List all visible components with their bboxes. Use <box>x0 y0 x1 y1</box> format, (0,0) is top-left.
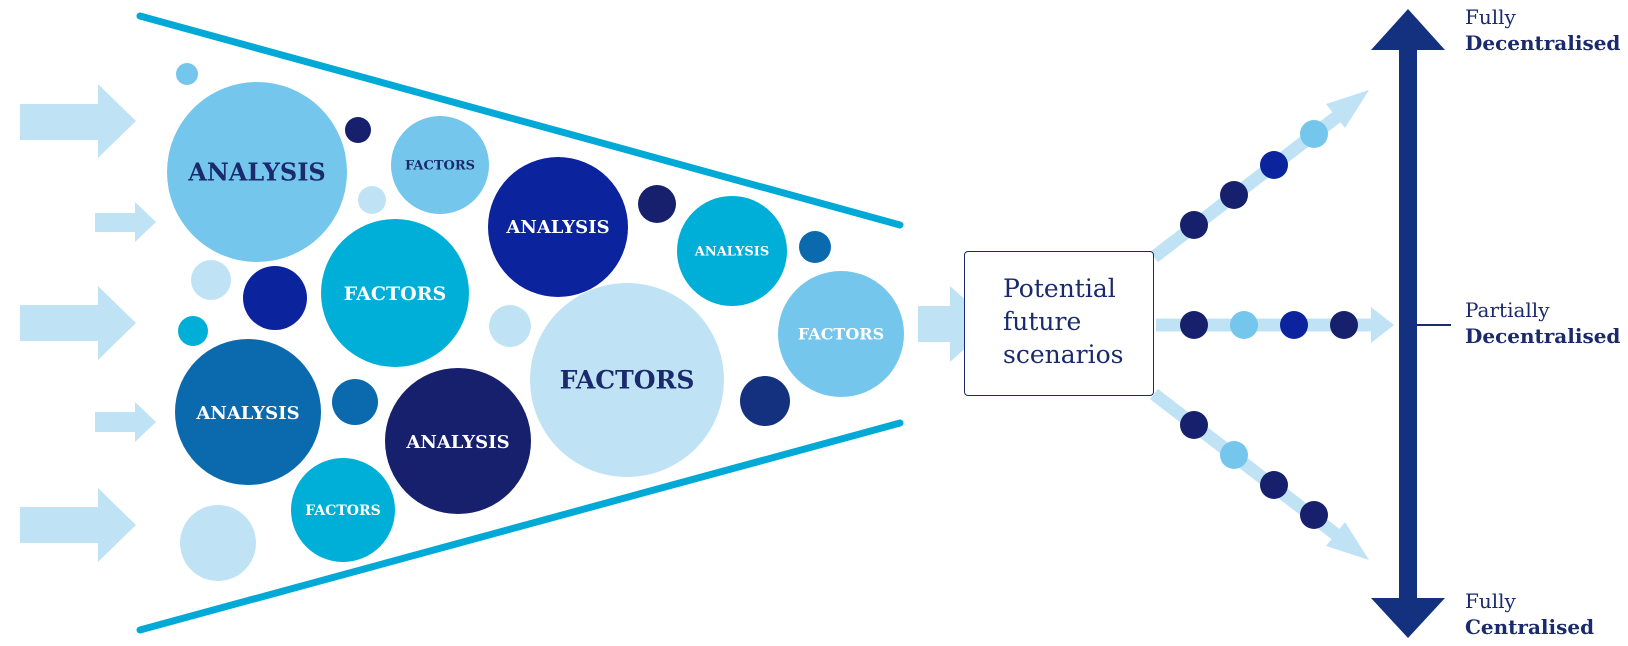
dot <box>358 186 386 214</box>
scale-bottom-line1: Fully <box>1465 589 1516 613</box>
branch-dot <box>1280 311 1308 339</box>
dot <box>176 63 198 85</box>
bubble-circle <box>385 368 531 514</box>
bubble-circle <box>778 271 904 397</box>
bubble-circle <box>391 116 489 214</box>
scale-top-line1: Fully <box>1465 5 1516 29</box>
branch-dot <box>1330 311 1358 339</box>
bubble-label: FACTORS <box>405 159 475 174</box>
dot <box>489 305 531 347</box>
dot <box>332 379 378 425</box>
scale-label-bottom: Fully Centralised <box>1465 588 1594 640</box>
dot <box>345 117 371 143</box>
bubble-label: FACTORS <box>305 503 380 519</box>
bubble-analysis-3: ANALYSIS <box>677 196 787 306</box>
dot <box>243 266 307 330</box>
branch-dot <box>1300 120 1328 148</box>
funnel-bottom-line <box>136 419 904 634</box>
scale-top-line2: Decentralised <box>1465 31 1621 55</box>
small-dots <box>176 63 831 581</box>
dot <box>799 231 831 263</box>
branch-down-arrowhead <box>1326 522 1369 560</box>
branch-dot <box>1180 211 1208 239</box>
scenario-line-2: future <box>1003 307 1082 336</box>
branch-up-arrowhead <box>1326 90 1369 128</box>
bubble-label: FACTORS <box>560 366 695 395</box>
scenario-line-3: scenarios <box>1003 340 1124 369</box>
bubble-circle <box>488 157 628 297</box>
branch-dot <box>1220 181 1248 209</box>
branch-mid-arrowhead <box>1371 307 1394 343</box>
dot <box>638 185 676 223</box>
dot <box>178 316 208 346</box>
bubble-label: ANALYSIS <box>405 432 509 453</box>
scale-arrowhead-down <box>1371 598 1445 638</box>
bubble-label: FACTORS <box>344 283 446 305</box>
input-arrow-3 <box>20 286 136 360</box>
branch-dot <box>1260 471 1288 499</box>
bubble-circle <box>677 196 787 306</box>
scenario-box: Potential future scenarios <box>964 251 1154 396</box>
bubble-circle <box>167 82 347 262</box>
scale-shaft <box>1399 44 1417 604</box>
bubble-factors-5: FACTORS <box>291 458 395 562</box>
input-arrow-4 <box>95 402 156 442</box>
bubble-factors-4: FACTORS <box>530 283 724 477</box>
branch-dot <box>1220 441 1248 469</box>
bubble-analysis-5: ANALYSIS <box>385 368 531 514</box>
scenario-branches <box>1150 90 1394 560</box>
bubble-factors-3: FACTORS <box>778 271 904 397</box>
input-arrow-2 <box>95 202 156 242</box>
bubble-circle <box>291 458 395 562</box>
bubble-factors-1: FACTORS <box>391 116 489 214</box>
scale-label-middle: Partially Decentralised <box>1465 297 1620 349</box>
bubble-analysis-4: ANALYSIS <box>175 339 321 485</box>
branch-dot <box>1260 151 1288 179</box>
bubble-factors-2: FACTORS <box>321 219 469 367</box>
branch-dot <box>1230 311 1258 339</box>
branch-dot <box>1300 501 1328 529</box>
dot <box>180 505 256 581</box>
bubble-circle <box>175 339 321 485</box>
output-arrow <box>918 286 992 362</box>
bubble-circle <box>530 283 724 477</box>
bubble-label: ANALYSIS <box>187 158 326 187</box>
scenario-line-1: Potential <box>1003 274 1116 303</box>
dot <box>191 260 231 300</box>
scale-bottom-line2: Centralised <box>1465 615 1595 639</box>
scale-arrowhead-up <box>1371 9 1445 50</box>
bubble-label: ANALYSIS <box>195 403 299 424</box>
labeled-bubbles: ANALYSIS FACTORS ANALYSIS ANALYSIS FACTO… <box>167 82 904 562</box>
bubble-analysis-1: ANALYSIS <box>167 82 347 262</box>
bubble-label: FACTORS <box>798 325 884 344</box>
input-arrows <box>20 84 156 562</box>
funnel-top-line <box>136 12 904 229</box>
centralisation-scale-arrow <box>1371 9 1451 638</box>
bubble-label: ANALYSIS <box>505 217 609 238</box>
scale-middle-line1: Partially <box>1465 298 1550 322</box>
scale-label-top: Fully Decentralised <box>1465 4 1620 56</box>
bubble-label: ANALYSIS <box>694 245 770 260</box>
branch-dot <box>1180 311 1208 339</box>
dot <box>740 376 790 426</box>
input-arrow-1 <box>20 84 136 158</box>
bubble-circle <box>321 219 469 367</box>
input-arrow-5 <box>20 488 136 562</box>
bubble-analysis-2: ANALYSIS <box>488 157 628 297</box>
branch-dot <box>1180 411 1208 439</box>
scale-middle-line2: Decentralised <box>1465 324 1621 348</box>
